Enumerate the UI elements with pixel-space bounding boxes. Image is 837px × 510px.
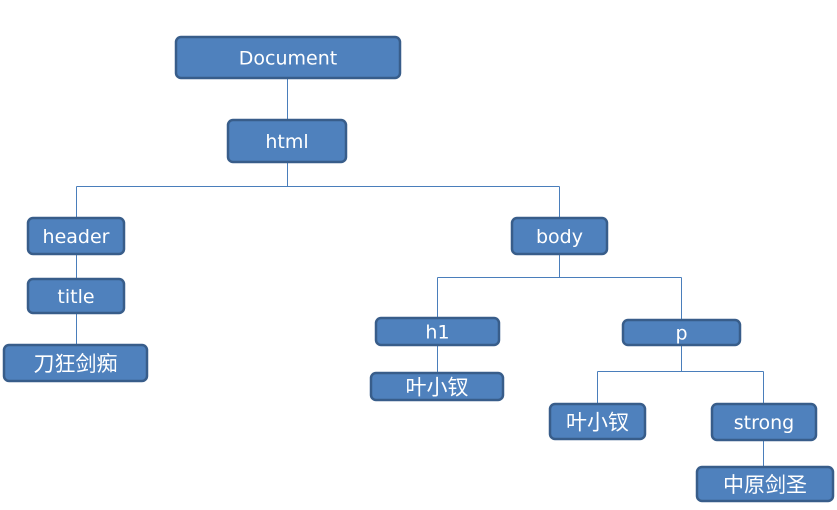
node-document: Document [174, 35, 402, 80]
node-h1-text: 叶小钗 [369, 371, 505, 402]
node-strong-box [710, 402, 818, 442]
node-title-label: title [57, 286, 94, 308]
node-title-text: 刀狂剑痴 [2, 343, 149, 383]
node-p: p [621, 318, 742, 347]
node-body-label: body [536, 226, 583, 248]
node-h1-text-label: 叶小钗 [406, 376, 469, 400]
node-strong: strong [710, 402, 818, 442]
node-p-text: 叶小钗 [548, 402, 647, 441]
node-header: header [26, 216, 126, 256]
node-p-box [621, 318, 742, 347]
node-h1-box [374, 316, 501, 347]
node-body-box [510, 216, 609, 256]
node-strong-label: strong [734, 412, 794, 434]
node-h1-label: h1 [425, 322, 449, 344]
node-h1: h1 [374, 316, 501, 347]
node-title-box [26, 277, 126, 315]
node-header-label: header [43, 226, 110, 248]
node-strong-text: 中原剑圣 [695, 465, 835, 503]
node-p-label: p [675, 323, 687, 345]
node-html-label: html [265, 131, 308, 153]
node-title-text-label: 刀狂剑痴 [34, 352, 118, 376]
node-document-label: Document [239, 48, 337, 70]
node-header-box [26, 216, 126, 256]
node-html: html [226, 118, 348, 164]
tree-nodes: Document html header title 刀狂剑痴 body h1 叶小钗 p 叶小钗… [2, 35, 835, 503]
node-strong-text-box [695, 465, 835, 503]
node-strong-text-label: 中原剑圣 [723, 473, 807, 497]
node-h1-text-box [369, 371, 505, 402]
node-title: title [26, 277, 126, 315]
node-body: body [510, 216, 609, 256]
tree-connectors [76, 79, 764, 466]
node-title-text-box [2, 343, 149, 383]
node-p-text-box [548, 402, 647, 441]
node-html-box [226, 118, 348, 164]
node-p-text-label: 叶小钗 [566, 411, 629, 435]
node-document-box [174, 35, 402, 80]
